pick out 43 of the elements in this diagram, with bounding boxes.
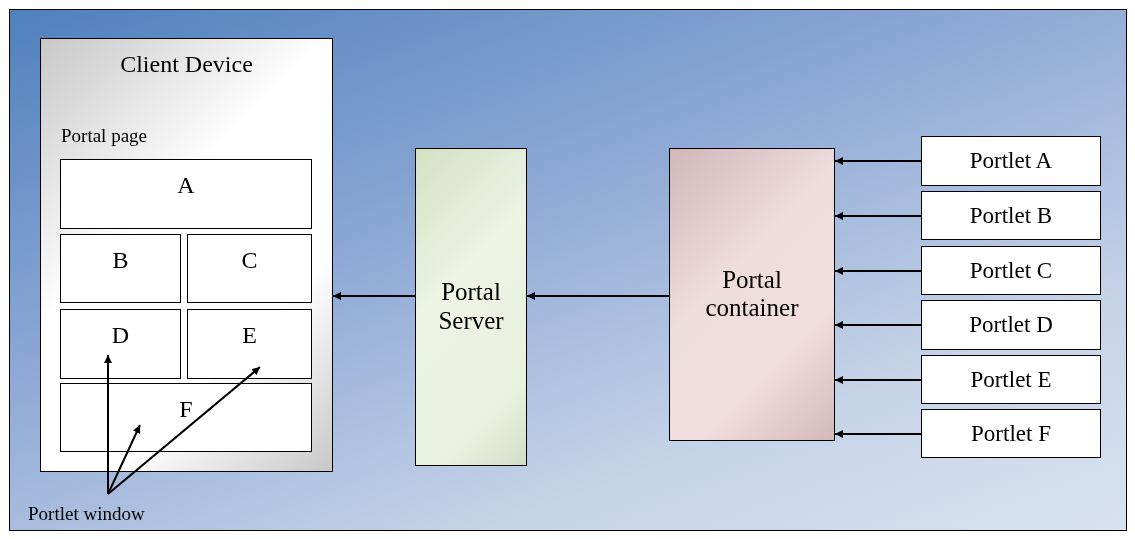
portlet-window-box [60,159,312,229]
window-label: D [110,322,131,349]
arrow [332,292,416,300]
container-label: Portal container [704,265,800,324]
server-label: Portal Server [437,278,505,336]
window-label: A [176,172,196,199]
window-label: E [241,322,258,349]
callout-label: Portlet window [28,503,146,525]
arrow [834,376,922,384]
portlet-label: Portlet B [968,202,1054,229]
arrow [834,267,922,275]
arrow [834,157,922,165]
arrow [834,321,922,329]
leader-line [107,424,141,495]
portlet-label: Portlet A [968,148,1054,174]
portlet-window-box [60,234,181,303]
portlet-window-box [187,309,312,379]
portlet-box [921,246,1101,295]
window-label: F [178,396,194,423]
portlet-label: Portlet C [968,257,1054,284]
portlet-box [921,300,1101,350]
portlet-label: Portlet D [968,312,1054,338]
portlet-box [921,355,1101,404]
device-title: Client Device [119,51,254,78]
portlet-window-box [60,309,181,379]
window-label: B [111,247,130,274]
page-label: Portal page [61,125,147,147]
device-panel [40,38,333,472]
arrow [834,430,922,438]
portlet-label: Portlet E [969,366,1053,393]
leader-line [104,354,112,495]
portlet-box [921,136,1101,186]
window-label: C [240,247,259,274]
leader-line [107,366,261,495]
portlet-box [921,191,1101,240]
portlet-window-box [187,234,312,303]
portlet-box [921,409,1101,458]
portlet-window-box [60,383,312,452]
arrow [526,292,670,300]
portlet-label: Portlet F [970,420,1052,447]
server-box [415,148,527,466]
arrow [834,212,922,220]
container-box [669,148,835,441]
